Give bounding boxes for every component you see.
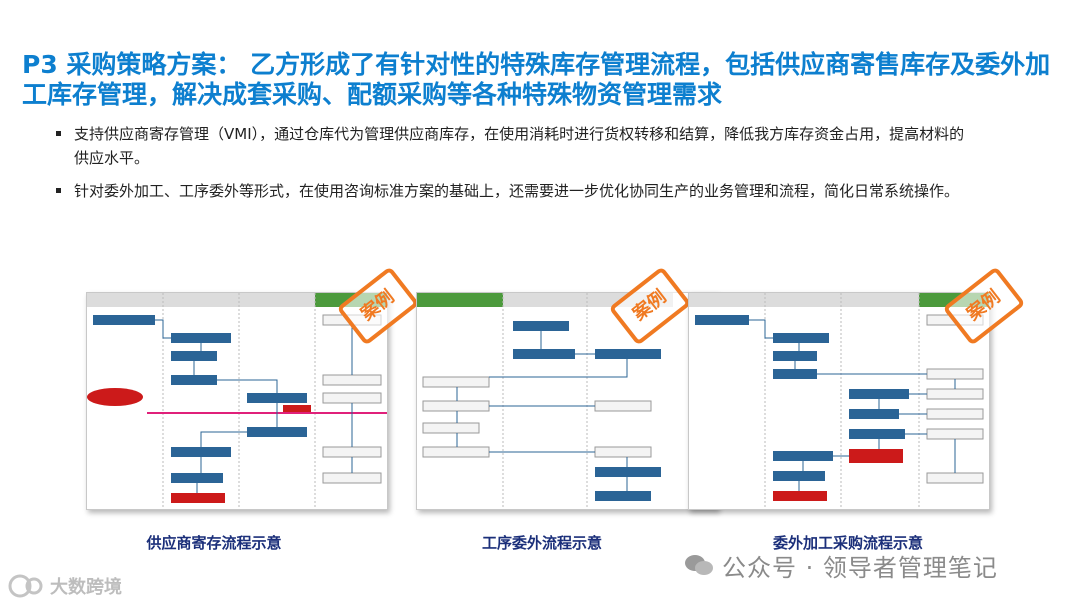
- page-title: P3 采购策略方案： 乙方形成了有针对性的特殊库存管理流程，包括供应商寄售库存及…: [22, 50, 1051, 109]
- wechat-icon: [684, 553, 714, 577]
- caption-vmi: 供应商寄存流程示意: [146, 534, 282, 552]
- bullet-list: 支持供应商寄存管理（VMI），通过仓库代为管理供应商库存，在使用消耗时进行货权转…: [56, 122, 976, 212]
- diagram-process-outsourcing: [416, 292, 718, 510]
- caption-outsourced-processing: 委外加工采购流程示意: [772, 534, 923, 552]
- caption-process-outsourcing: 工序委外流程示意: [481, 534, 602, 552]
- diagram-outsourced-processing: [688, 292, 990, 510]
- wechat-watermark: 公众号 · 领导者管理笔记: [684, 548, 998, 582]
- flow-diagram-2: [417, 293, 673, 509]
- watermark-text: 公众号 · 领导者管理笔记: [722, 553, 998, 582]
- brand-watermark: 大数跨境: [8, 572, 122, 600]
- bullet-item: 针对委外加工、工序委外等形式，在使用咨询标准方案的基础上，还需要进一步优化协同生…: [56, 179, 976, 203]
- flow-diagram-3: [689, 293, 989, 509]
- bullet-item: 支持供应商寄存管理（VMI），通过仓库代为管理供应商库存，在使用消耗时进行货权转…: [56, 122, 976, 170]
- flow-diagram-1: [87, 293, 387, 509]
- brand-name: 大数跨境: [50, 577, 122, 598]
- brand-logo-icon: [8, 573, 44, 599]
- diagram-vmi-flow: [86, 292, 388, 510]
